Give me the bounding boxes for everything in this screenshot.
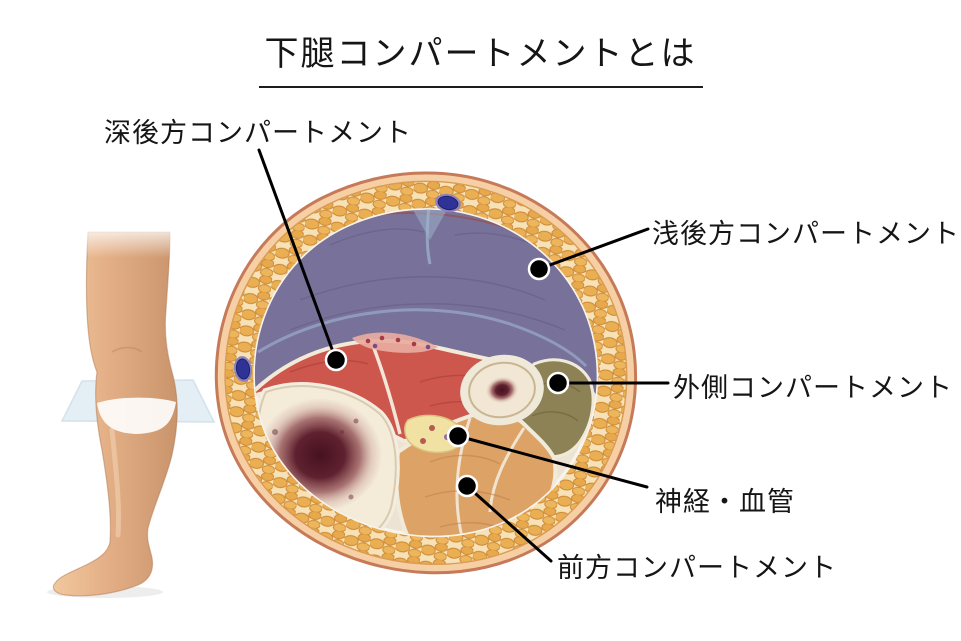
label-anterior: 前方コンパートメント [557, 553, 837, 584]
leader-anterior [455, 474, 553, 563]
septum-gastroc-soleus [257, 308, 588, 368]
leader-neurovascular [446, 424, 649, 489]
label-neurovascular: 神経・血管 [655, 487, 795, 518]
vessel-strip [352, 332, 438, 353]
anchor-dot-superficial-posterior [527, 257, 551, 281]
anchor-dot-lateral [546, 371, 570, 395]
leg-figure [40, 222, 216, 598]
annotation-layer [257, 148, 670, 563]
label-deep-posterior: 深後方コンパートメント [104, 118, 412, 149]
anchor-dot-anterior [455, 474, 479, 498]
leader-superficial-posterior [527, 227, 650, 281]
leader-deep-posterior [257, 148, 348, 372]
fibula-bone [460, 354, 544, 426]
label-superficial-posterior: 浅後方コンパートメント [652, 219, 960, 250]
title-wrap: 下腿コンパートメントとは [0, 26, 961, 88]
page-title: 下腿コンパートメントとは [258, 26, 703, 88]
label-lateral: 外側コンパートメント [673, 373, 953, 404]
cross-section [214, 171, 638, 575]
vein-left [233, 356, 253, 382]
leader-lateral [546, 371, 670, 395]
fibula-marrow [486, 376, 518, 404]
anchor-dot-deep-posterior [324, 348, 348, 372]
shin-highlight [109, 427, 122, 538]
thigh-fade [40, 222, 200, 258]
anchor-dot-neurovascular [446, 424, 470, 448]
knee-contour [111, 346, 143, 353]
cut-band [97, 397, 176, 434]
septum-vertical [425, 209, 432, 265]
vein-top [435, 193, 461, 213]
